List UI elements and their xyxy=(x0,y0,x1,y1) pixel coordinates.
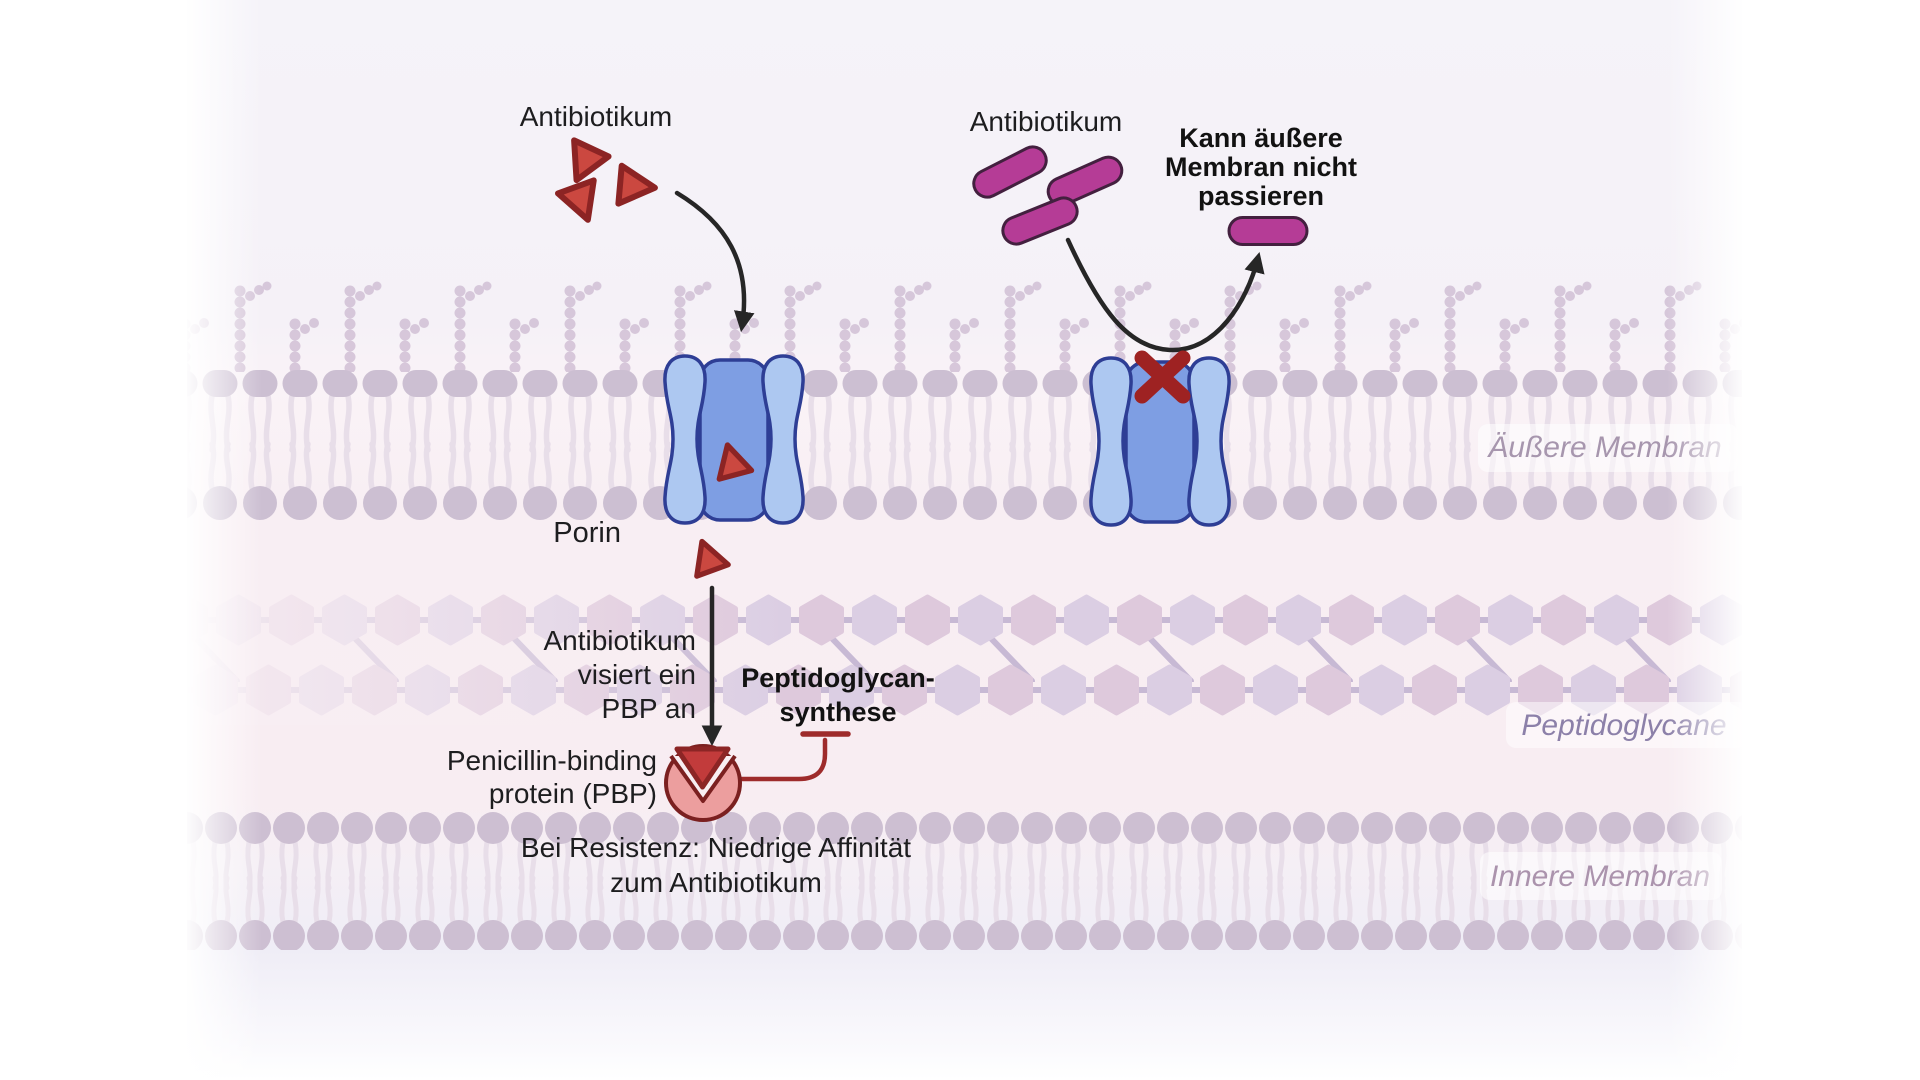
resistance-line-1: Bei Resistenz: Niedrige Affinität xyxy=(521,832,911,863)
antibiotic-label-right: Antibiotikum xyxy=(970,106,1123,137)
left-edge-fade xyxy=(187,0,262,1080)
porin-left xyxy=(665,356,803,523)
targets-line-2: visiert ein xyxy=(578,659,696,690)
blocked-line-3: passieren xyxy=(1198,181,1324,211)
pbp-label-line-1: Penicillin-binding xyxy=(447,745,657,776)
antibiotic-bound-to-pbp xyxy=(674,746,731,790)
targets-line-1: Antibiotikum xyxy=(543,625,696,656)
peptidoglycan-layer xyxy=(187,585,1742,725)
peptidoglycan-synthesis-text: Peptidoglycan- synthese xyxy=(741,663,935,727)
synthesis-line-1: Peptidoglycan- xyxy=(741,663,935,693)
blocked-line-1: Kann äußere xyxy=(1179,123,1343,153)
inner-membrane-label-pill xyxy=(1480,852,1722,900)
targets-line-3: PBP an xyxy=(602,693,696,724)
lps-chains xyxy=(187,280,1742,372)
bounce-arrow xyxy=(1065,237,1265,353)
blocked-line-2: Membran nicht xyxy=(1165,152,1357,182)
right-scenario: Antibiotikum Kann äußere Membran nicht p… xyxy=(967,106,1357,525)
pbp-protein xyxy=(664,744,742,822)
blocked-x-icon xyxy=(1134,350,1191,404)
antibiotic-pill-bounced xyxy=(1227,216,1309,246)
synthesis-line-2: synthese xyxy=(779,697,896,727)
inhibition-connector xyxy=(738,731,851,782)
targets-pbp-text: Antibiotikum visiert ein PBP an xyxy=(543,625,696,724)
antibiotic-label-left: Antibiotikum xyxy=(520,101,673,132)
pbp-label-line-2: protein (PBP) xyxy=(489,778,657,809)
entry-arrow xyxy=(674,190,755,333)
right-edge-fade xyxy=(1667,0,1742,1080)
porin-label: Porin xyxy=(553,517,621,549)
resistance-note: Bei Resistenz: Niedrige Affinität zum An… xyxy=(521,832,911,898)
resistance-line-2: zum Antibiotikum xyxy=(610,867,822,898)
peptidoglycan-left-fade xyxy=(187,585,787,725)
blocked-text: Kann äußere Membran nicht passieren xyxy=(1165,123,1357,211)
pbp-label: Penicillin-binding protein (PBP) xyxy=(447,745,657,809)
left-scenario: Antibiotikum Porin Antibiotikum visiert … xyxy=(447,101,935,898)
